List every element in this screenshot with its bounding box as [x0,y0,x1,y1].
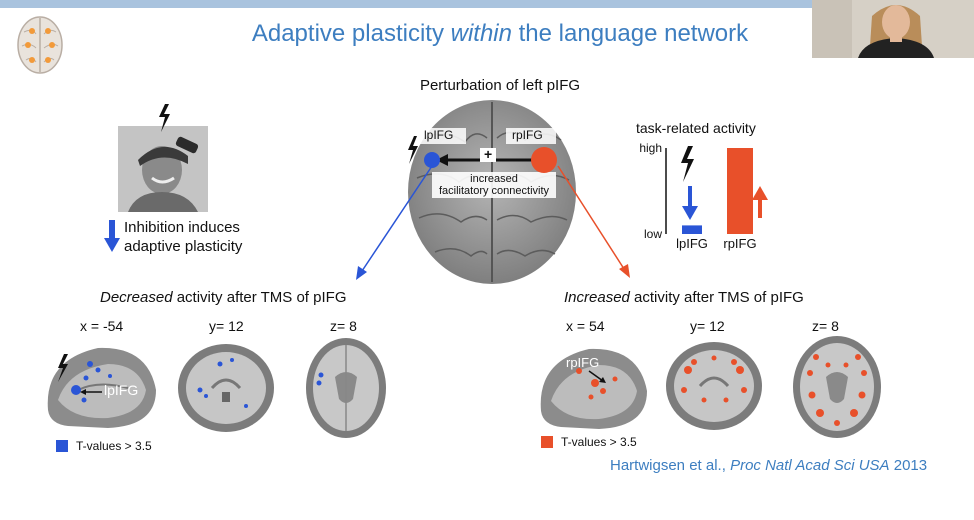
chart-title: task-related activity [636,120,756,136]
right-coord-z: z= 8 [812,318,839,334]
right-coord-y: y= 12 [690,318,725,334]
right-coord-x: x = 54 [566,318,605,334]
x-tick-label: lpIFG [676,236,708,251]
plus-sign: + [484,146,493,162]
connectivity-note: increased facilitatory connectivity [438,173,550,197]
left-coord-x: x = -54 [80,318,124,334]
down-arrow-blue-icon [104,220,120,252]
pointer-arrows [356,165,630,280]
up-arrow-red-icon [752,186,768,218]
y-tick-label: low [644,227,662,241]
tms-participant-photo [118,126,208,212]
left-coord-z: z= 8 [330,318,357,334]
increased-heading: Increased activity after TMS of pIFG [564,289,804,306]
decreased-heading: Decreased activity after TMS of pIFG [100,289,347,306]
lightning-bolt-icon [159,104,170,132]
citation: Hartwigsen et al., Proc Natl Acad Sci US… [610,457,928,474]
brain-logo-icon [17,16,63,74]
left-scan-label: lpIFG [104,382,139,398]
top-accent-bar [0,0,974,8]
presenter-video [812,0,974,58]
slide-title: Adaptive plasticity within the language … [251,20,749,47]
bar-lpifg [682,225,702,234]
right-coronal-scan [664,340,764,432]
rpifg-node-label: rpIFG [512,128,543,142]
blue-swatch [56,440,68,452]
right-legend: T-values > 3.5 [541,435,637,449]
left-sagittal-scan [38,340,162,432]
perturbation-label: Perturbation of left pIFG [419,77,581,94]
y-tick-label: high [639,141,662,155]
connectivity-diagram [408,128,557,198]
right-axial-scan [792,335,882,439]
down-arrow-blue-icon [682,186,698,220]
right-scan-label: rpIFG [566,355,600,370]
left-coronal-scan [176,342,276,434]
left-axial-scan [305,337,387,439]
x-tick-label: rpIFG [723,236,756,251]
left-coord-y: y= 12 [209,318,244,334]
right-sagittal-scan [533,341,651,433]
bar-rpifg [727,148,753,234]
lightning-bolt-chart-icon [681,146,694,182]
red-swatch [541,436,553,448]
lpifg-node-label: lpIFG [424,128,454,142]
task-activity-chart: high low lpIFG rpIFG [639,141,756,251]
left-legend: T-values > 3.5 [56,439,152,453]
inhibition-caption: Inhibition induces adaptive plasticity [124,219,243,255]
